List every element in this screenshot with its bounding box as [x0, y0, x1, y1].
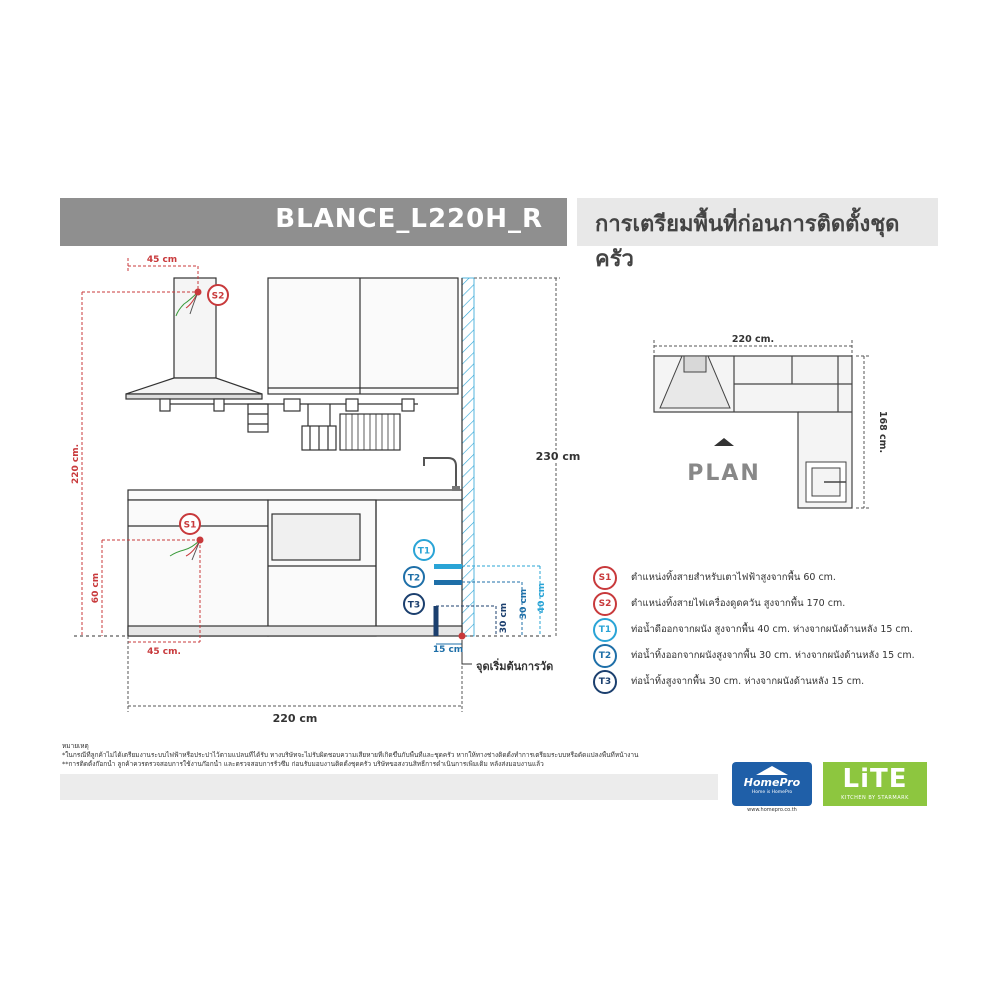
legend-item-t1: T1 ท่อน้ำดีออกจากผนัง สูงจากพื้น 40 cm. …	[593, 618, 933, 644]
plan-label: PLAN	[687, 461, 761, 486]
dim-total-width-label: 220 cm	[273, 712, 318, 725]
dim-t1-label: 40 cm	[537, 583, 547, 613]
lite-logo-tagline: KITCHEN BY STARMARK	[841, 795, 909, 801]
lite-logo-name: LiTE	[842, 764, 908, 794]
svg-text:S1: S1	[184, 521, 197, 531]
section-header: การเตรียมพื้นที่ก่อนการติดตั้งชุดครัว	[577, 198, 938, 272]
homepro-logo-name: HomePro	[743, 776, 801, 789]
t1-badge: T1	[413, 539, 435, 561]
notes-line-2: **การติดตั้งก๊อกน้ำ ลูกค้าควรตรวจสอบการใ…	[62, 760, 544, 768]
notes: หมายเหตุ *ในกรณีที่ลูกค้าไม่ได้เตรียมงาน…	[62, 742, 662, 769]
svg-text:T1: T1	[418, 547, 430, 557]
dim-socket-height-label: 60 cm	[91, 573, 101, 603]
plan-dim-depth-label: 168 cm.	[877, 411, 888, 453]
plan-direction-arrow	[714, 438, 734, 446]
dim-total-height-left-label: 220 cm.	[71, 444, 81, 484]
legend-text-s2: ตำแหน่งทิ้งสายไฟเครื่องดูดควัน สูงจากพื้…	[631, 598, 846, 609]
plan-dim-width-label: 220 cm.	[732, 334, 774, 345]
model-name: BLANCE_L220H_R	[275, 204, 543, 234]
legend-badge-s1: S1	[593, 566, 617, 590]
legend-item-s1: S1 ตำแหน่งทิ้งสายสำหรับเตาไฟฟ้าสูงจากพื้…	[593, 566, 933, 592]
legend-item-t3: T3 ท่อน้ำทิ้งสูงจากพื้น 30 cm. ห่างจากผน…	[593, 670, 933, 696]
t3-badge: T3	[403, 593, 425, 615]
lite-logo: LiTE KITCHEN BY STARMARK	[823, 762, 927, 806]
wall-cabinets	[267, 277, 459, 395]
house-roof-icon	[756, 766, 788, 775]
legend-item-s2: S2 ตำแหน่งทิ้งสายไฟเครื่องดูดควัน สูงจาก…	[593, 592, 933, 618]
section-title: การเตรียมพื้นที่ก่อนการติดตั้งชุดครัว	[595, 212, 900, 272]
s2-badge: S2	[207, 284, 229, 306]
legend-badge-s2: S2	[593, 592, 617, 616]
legend-badge-t3: T3	[593, 670, 617, 694]
svg-text:S2: S2	[212, 292, 225, 302]
dim-total-height-right-label: 230 cm	[536, 450, 581, 463]
utensil-rail	[159, 398, 418, 451]
legend-text-t3: ท่อน้ำทิ้งสูงจากพื้น 30 cm. ห่างจากผนังด…	[631, 676, 865, 687]
legend: S1 ตำแหน่งทิ้งสายสำหรับเตาไฟฟ้าสูงจากพื้…	[593, 566, 933, 696]
pipes	[433, 564, 462, 636]
dim-wall-offset-label: 15 cm	[433, 645, 463, 655]
measure-origin-label: จุดเริ่มต้นการวัด	[476, 658, 553, 674]
legend-badge-t2: T2	[593, 644, 617, 668]
dim-t3-label: 30 cm	[499, 603, 509, 633]
homepro-url: www.homepro.co.th	[747, 807, 797, 813]
homepro-logo: HomePro Home is HomePro	[732, 762, 812, 806]
dim-t2-label: 30 cm	[519, 589, 529, 619]
footer-bar	[60, 774, 718, 800]
svg-text:T2: T2	[408, 574, 420, 584]
faucet	[423, 457, 457, 490]
model-header: BLANCE_L220H_R	[60, 198, 567, 246]
t2-badge: T2	[403, 566, 425, 588]
measure-origin-point	[458, 632, 466, 640]
t1-pipe	[434, 564, 462, 569]
svg-text:T3: T3	[408, 601, 420, 611]
legend-text-t2: ท่อน้ำทิ้งออกจากผนังสูงจากพื้น 30 cm. ห่…	[631, 650, 915, 661]
plan-hood	[659, 355, 731, 409]
t2-pipe	[434, 580, 462, 585]
homepro-logo-tagline: Home is HomePro	[751, 790, 793, 795]
dim-hood-offset-label: 45 cm	[147, 255, 177, 265]
notes-heading: หมายเหตุ	[62, 742, 89, 750]
legend-text-s1: ตำแหน่งทิ้งสายสำหรับเตาไฟฟ้าสูงจากพื้น 6…	[631, 572, 836, 583]
legend-badge-t1: T1	[593, 618, 617, 642]
s2-point	[194, 288, 202, 296]
plan-sink	[805, 461, 847, 503]
legend-text-t1: ท่อน้ำดีออกจากผนัง สูงจากพื้น 40 cm. ห่า…	[631, 624, 913, 635]
notes-line-1: *ในกรณีที่ลูกค้าไม่ได้เตรียมงานระบบไฟฟ้า…	[62, 751, 639, 759]
s1-point	[196, 536, 204, 544]
dim-socket-offset-label: 45 cm.	[147, 647, 181, 657]
s1-badge: S1	[179, 513, 201, 535]
legend-item-t2: T2 ท่อน้ำทิ้งออกจากผนังสูงจากพื้น 30 cm.…	[593, 644, 933, 670]
